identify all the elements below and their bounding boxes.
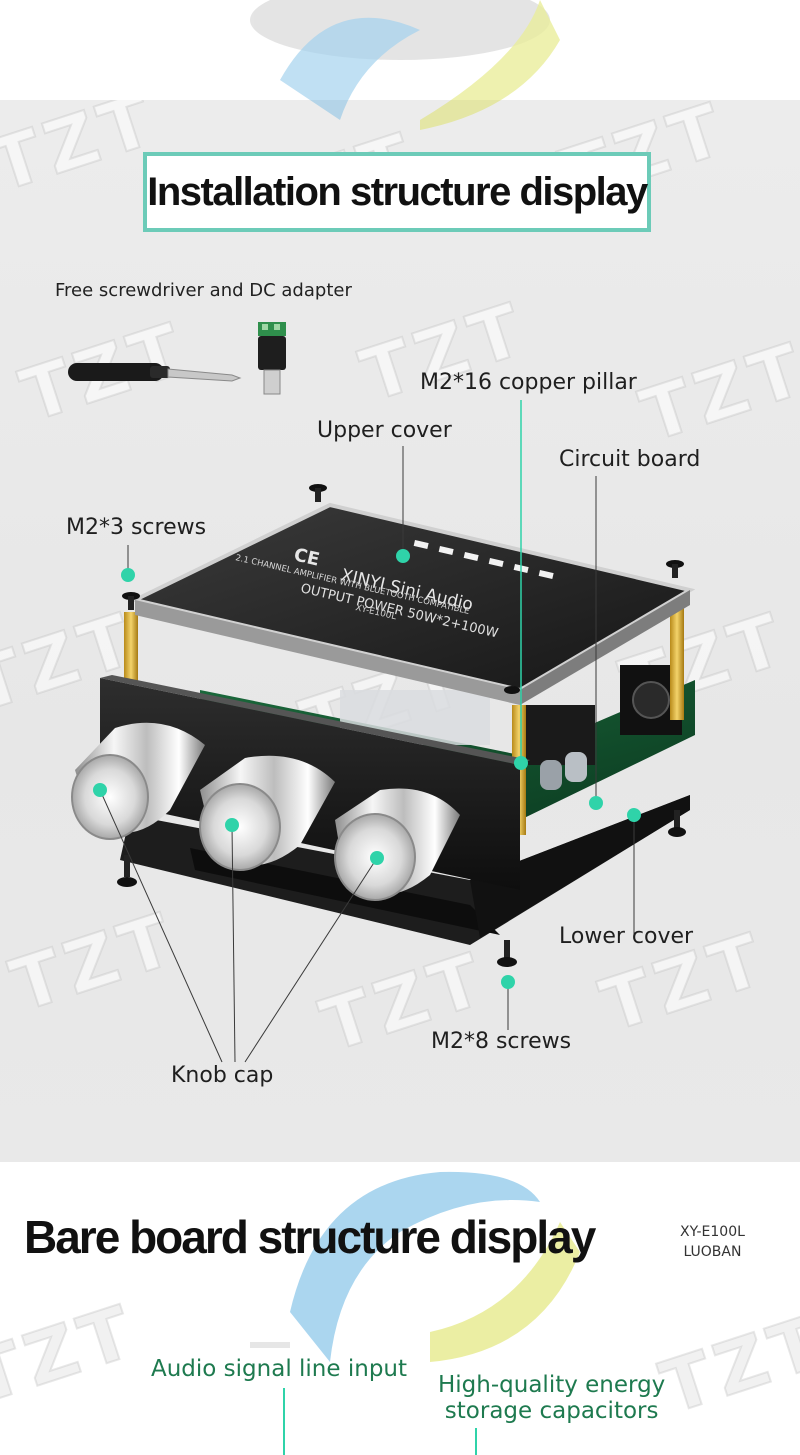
upper-cover: CE XINYI Sini Audio 2.1 CHANNEL AMPLIFIE… [129,502,696,705]
knob-2 [199,755,335,871]
callout-dots [93,549,641,989]
label-lower-cover: Lower cover [559,924,694,949]
label-capacitors-line-2: storage capacitors [444,1398,659,1424]
bare-board-title: Bare board structure display [24,1211,596,1263]
top-screws [122,484,684,694]
installation-title: Installation structure display [147,169,648,214]
label-m2x3-screws: M2*3 screws [66,515,207,540]
bottom-screws [117,810,686,967]
leader-lines [99,446,635,1063]
label-audio-input: Audio signal line input [151,1356,408,1382]
label-knob-cap: Knob cap [171,1063,274,1088]
bare-board-model: XY-E100L LUOBAN [680,1222,745,1262]
installation-title-box: Installation structure display [143,152,651,232]
label-capacitors-line-1: High-quality energy [438,1372,666,1398]
bare-board-section: TZT TZT [0,1162,800,1455]
model-line-2: LUOBAN [683,1244,742,1260]
model-line-1: XY-E100L [680,1224,745,1240]
bare-board-logo [250,1171,580,1362]
knob-1 [71,722,205,840]
label-copper-pillar: M2*16 copper pillar [420,370,637,395]
screwdriver-icon [68,363,242,382]
label-circuit-board: Circuit board [559,447,701,472]
dc-adapter-icon [258,322,286,395]
free-accessories-note: Free screwdriver and DC adapter [55,280,352,301]
brand-logo [250,0,560,130]
label-m2x8-screws: M2*8 screws [431,1029,572,1054]
label-upper-cover: Upper cover [317,418,452,443]
label-capacitors: High-quality energy storage capacitors [438,1372,665,1424]
